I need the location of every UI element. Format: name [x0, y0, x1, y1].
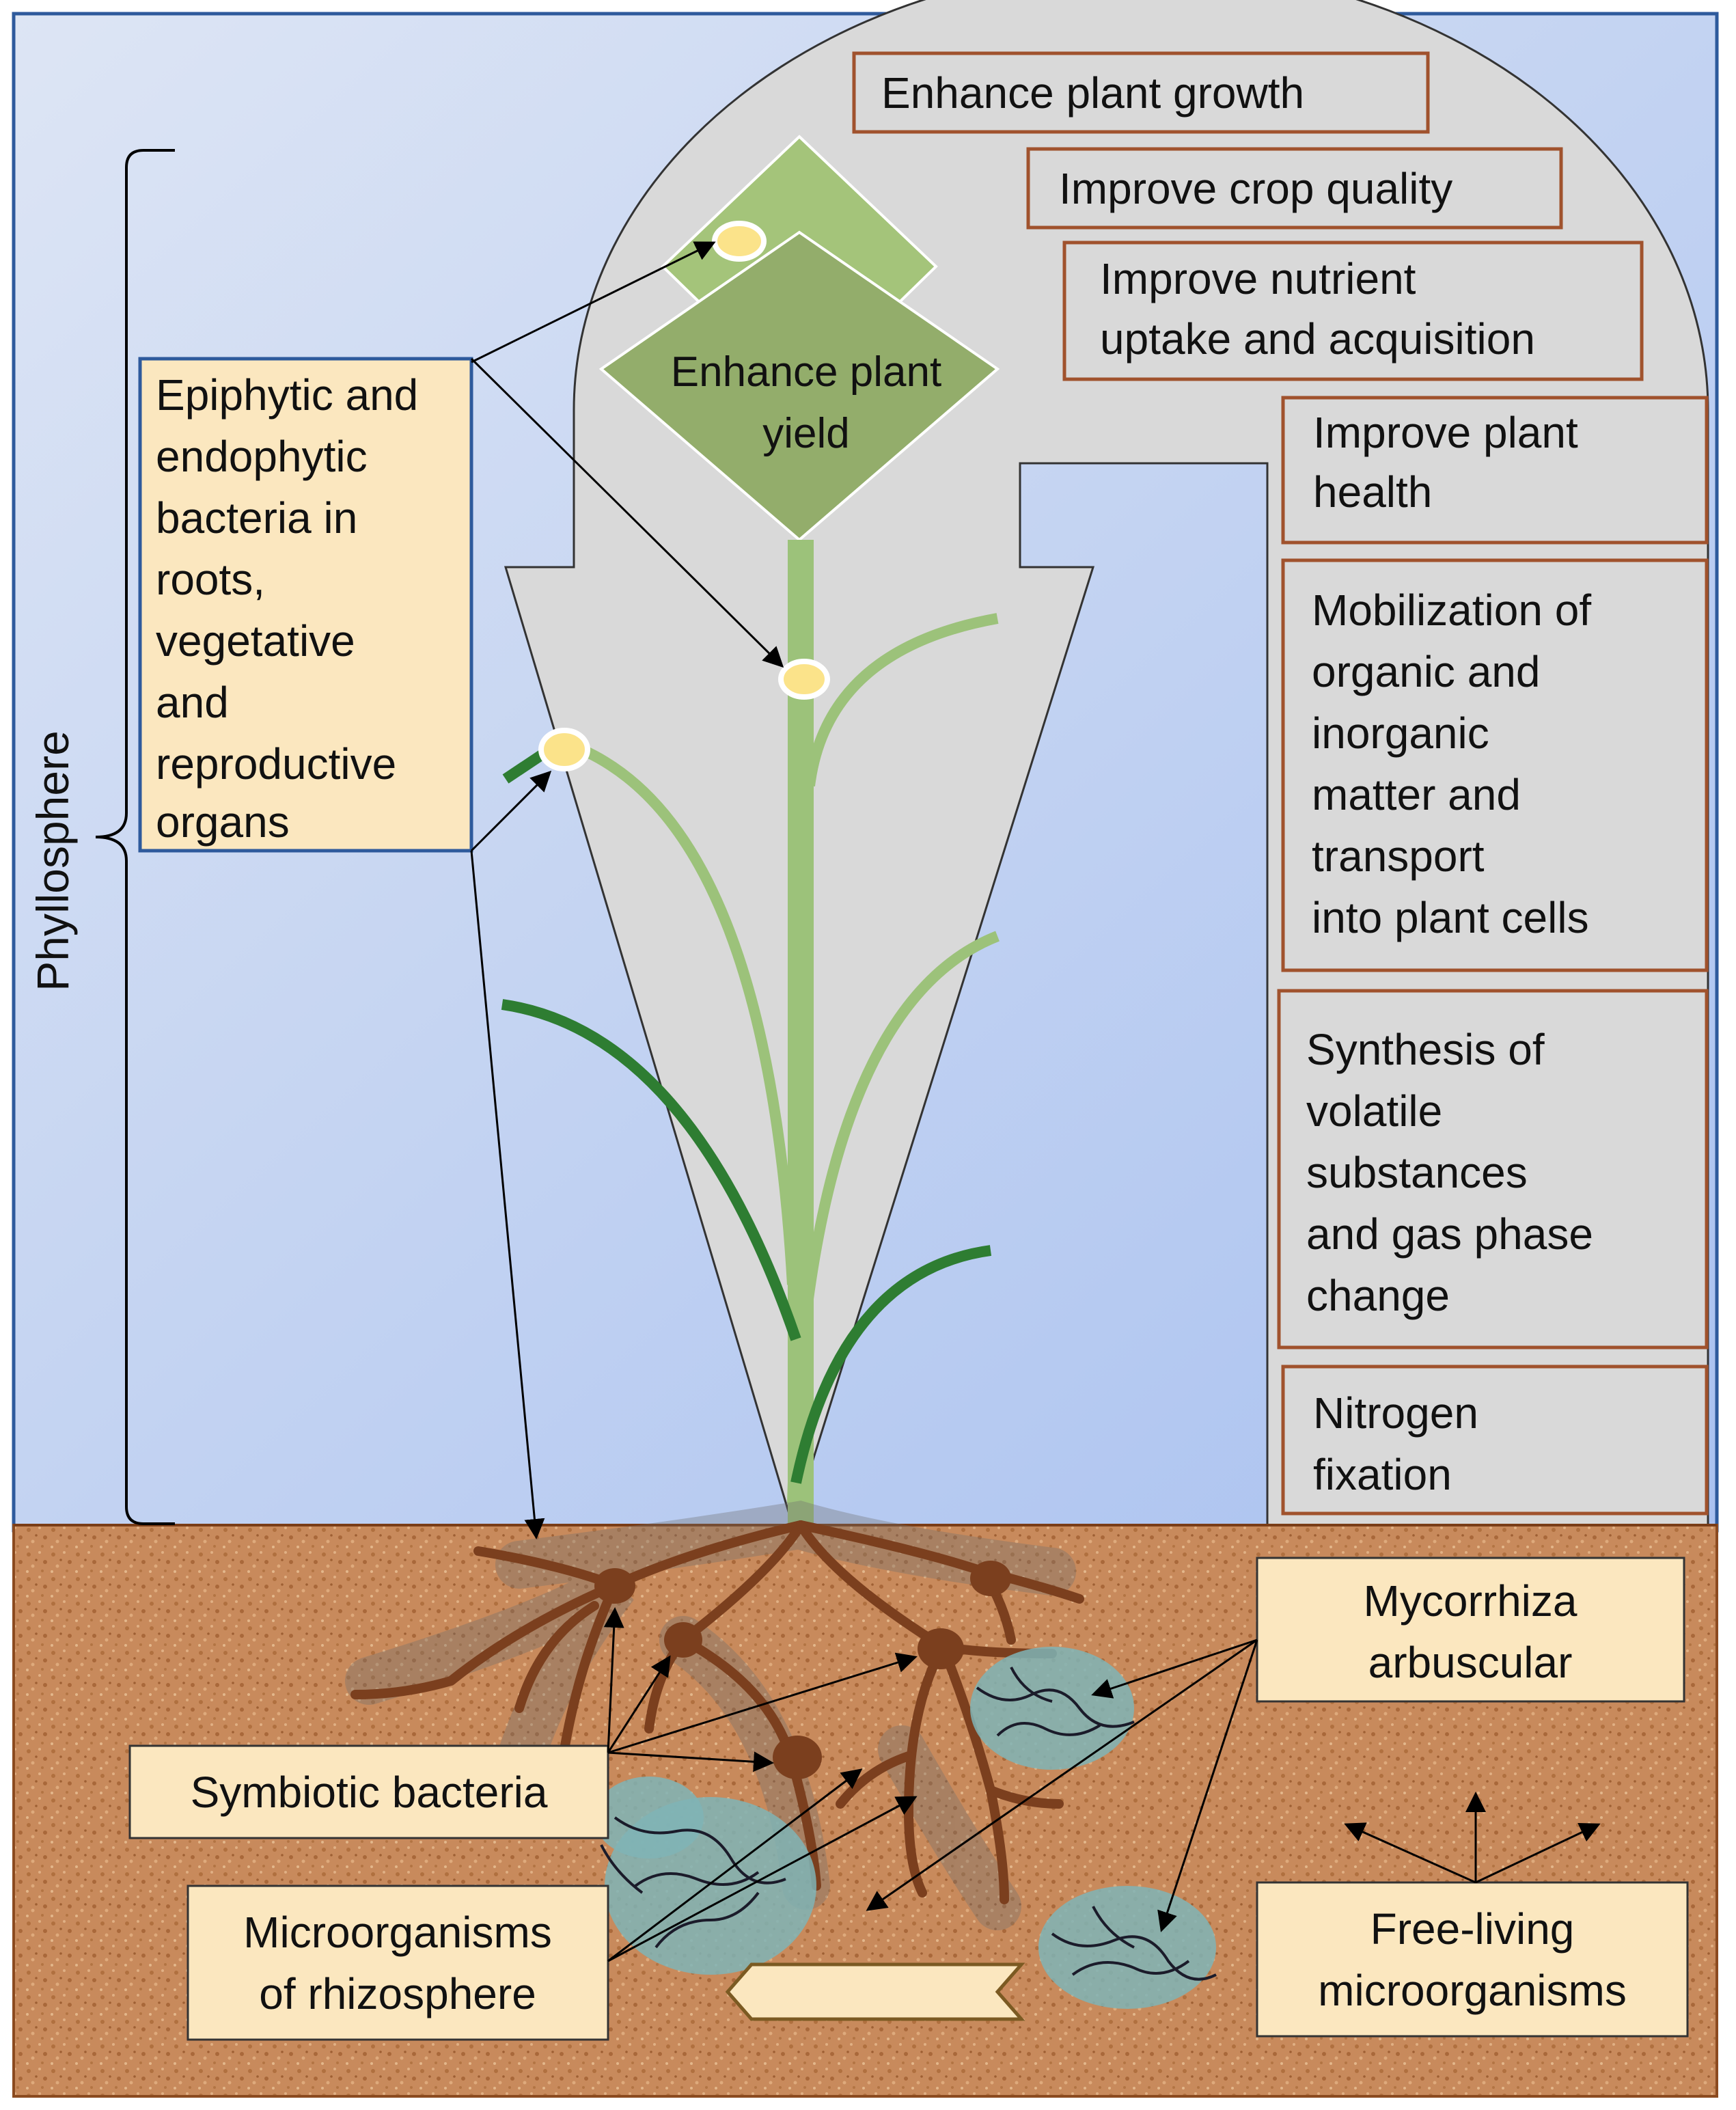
benefit-box: Nitrogen fixation: [1281, 1365, 1709, 1516]
epiphytic-line: vegetative: [156, 616, 355, 666]
arrow-to-leaf-bacterium: [470, 770, 552, 852]
benefit-text: Synthesis of: [1306, 1025, 1545, 1074]
rhizosphere-arrows: [607, 1768, 918, 1962]
benefit-text: change: [1306, 1271, 1450, 1320]
mycorrhiza-text: Mycorrhiza: [1364, 1576, 1577, 1626]
benefit-text: and gas phase: [1306, 1209, 1593, 1259]
benefit-text: into plant cells: [1312, 893, 1589, 942]
epiphytic-line: roots,: [156, 555, 265, 604]
arrow-to-roots: [470, 850, 545, 1539]
bacterium-icon: [778, 659, 830, 700]
benefit-box: Enhance plant growth: [852, 51, 1430, 134]
rhizosphere-text: Microorganisms: [243, 1908, 552, 1957]
benefit-text: Enhance plant growth: [881, 68, 1304, 118]
nodule-icon: [970, 1561, 1011, 1596]
bacterium-icon: [712, 221, 767, 262]
leaf-mid-right: [787, 931, 1000, 1504]
yield-label-line-1: Enhance plant: [671, 348, 941, 396]
benefit-text: volatile: [1306, 1086, 1442, 1136]
benefit-box: Improve plant health: [1281, 396, 1709, 545]
nodule-icon: [664, 1622, 702, 1658]
hyphae-cluster: [594, 1777, 816, 1975]
epiphytic-line: bacteria in: [156, 493, 357, 543]
benefit-text: Improve nutrient: [1100, 254, 1416, 303]
leaf-mid-left: [501, 999, 801, 1341]
free-living-text: microorganisms: [1318, 1966, 1627, 2015]
epiphytic-bacteria-box: [138, 357, 473, 853]
symbiotic-text: Symbiotic bacteria: [191, 1768, 548, 1817]
mycorrhiza-text: arbuscular: [1368, 1638, 1573, 1687]
benefit-text: matter and: [1312, 770, 1521, 819]
benefit-text: organic and: [1312, 647, 1540, 696]
epiphytic-line: reproductive: [156, 739, 396, 789]
phyllosphere-brace: [95, 149, 175, 1525]
symbiotic-bacteria-box: Symbiotic bacteria: [128, 1744, 609, 1839]
epiphytic-bacteria-text: Epiphytic and endophytic bacteria in roo…: [156, 370, 418, 847]
benefit-text: uptake and acquisition: [1100, 314, 1535, 364]
benefit-text: Improve crop quality: [1059, 164, 1452, 213]
benefit-text: Mobilization of: [1312, 586, 1591, 635]
arrow-to-stem-bacterium: [470, 357, 784, 668]
symbiotic-arrows: [603, 1607, 918, 1772]
benefit-box: Mobilization of organic and inorganic ma…: [1281, 558, 1709, 972]
benefit-text: Improve plant: [1313, 408, 1578, 457]
hyphae-cluster: [970, 1647, 1135, 1770]
leaf-upper-right: [804, 613, 999, 786]
hyphae-cluster: [1038, 1886, 1217, 2009]
nodule-icon: [918, 1628, 964, 1669]
free-living-text: Free-living: [1370, 1904, 1575, 1954]
benefit-box: Improve crop quality: [1026, 147, 1563, 230]
leaf-lower-right: [790, 1245, 992, 1484]
phyllosphere-label: Phyllosphere: [27, 730, 78, 991]
nodule-icon: [773, 1736, 822, 1779]
benefit-text: health: [1313, 467, 1432, 517]
free-living-arrows: [1344, 1792, 1601, 1884]
rhizosphere-box: Microorganisms of rhizosphere: [187, 1885, 609, 2041]
epiphytic-line: Epiphytic and: [156, 370, 418, 420]
bacterium-icon: [538, 728, 590, 771]
benefit-text: substances: [1306, 1148, 1528, 1197]
leaf-upper-left: [558, 736, 798, 1285]
benefit-text: transport: [1312, 832, 1485, 881]
benefit-text: fixation: [1313, 1450, 1452, 1499]
benefit-text: inorganic: [1312, 709, 1489, 758]
mycorrhiza-box: Mycorrhiza arbuscular: [1256, 1557, 1685, 1703]
benefit-box: Improve nutrient uptake and acquisition: [1062, 241, 1644, 381]
free-living-box: Free-living microorganisms: [1256, 1881, 1689, 2038]
nodule-icon: [594, 1568, 635, 1604]
mycorrhiza-arrows: [866, 1639, 1258, 1932]
arrow-to-top-bacterium: [471, 241, 716, 364]
epiphytic-line: endophytic: [156, 432, 368, 481]
chevron-arrow-shape: [725, 1962, 1025, 2021]
benefit-box: Synthesis of volatile substances and gas…: [1277, 989, 1709, 1349]
benefit-text: Nitrogen: [1313, 1388, 1478, 1438]
epiphytic-line: and: [156, 678, 229, 727]
rhizosphere-text: of rhizosphere: [259, 1969, 536, 2018]
yield-label-line-2: yield: [762, 410, 850, 457]
root-nodules: [594, 1561, 1011, 1779]
epiphytic-line: organs: [156, 797, 290, 847]
